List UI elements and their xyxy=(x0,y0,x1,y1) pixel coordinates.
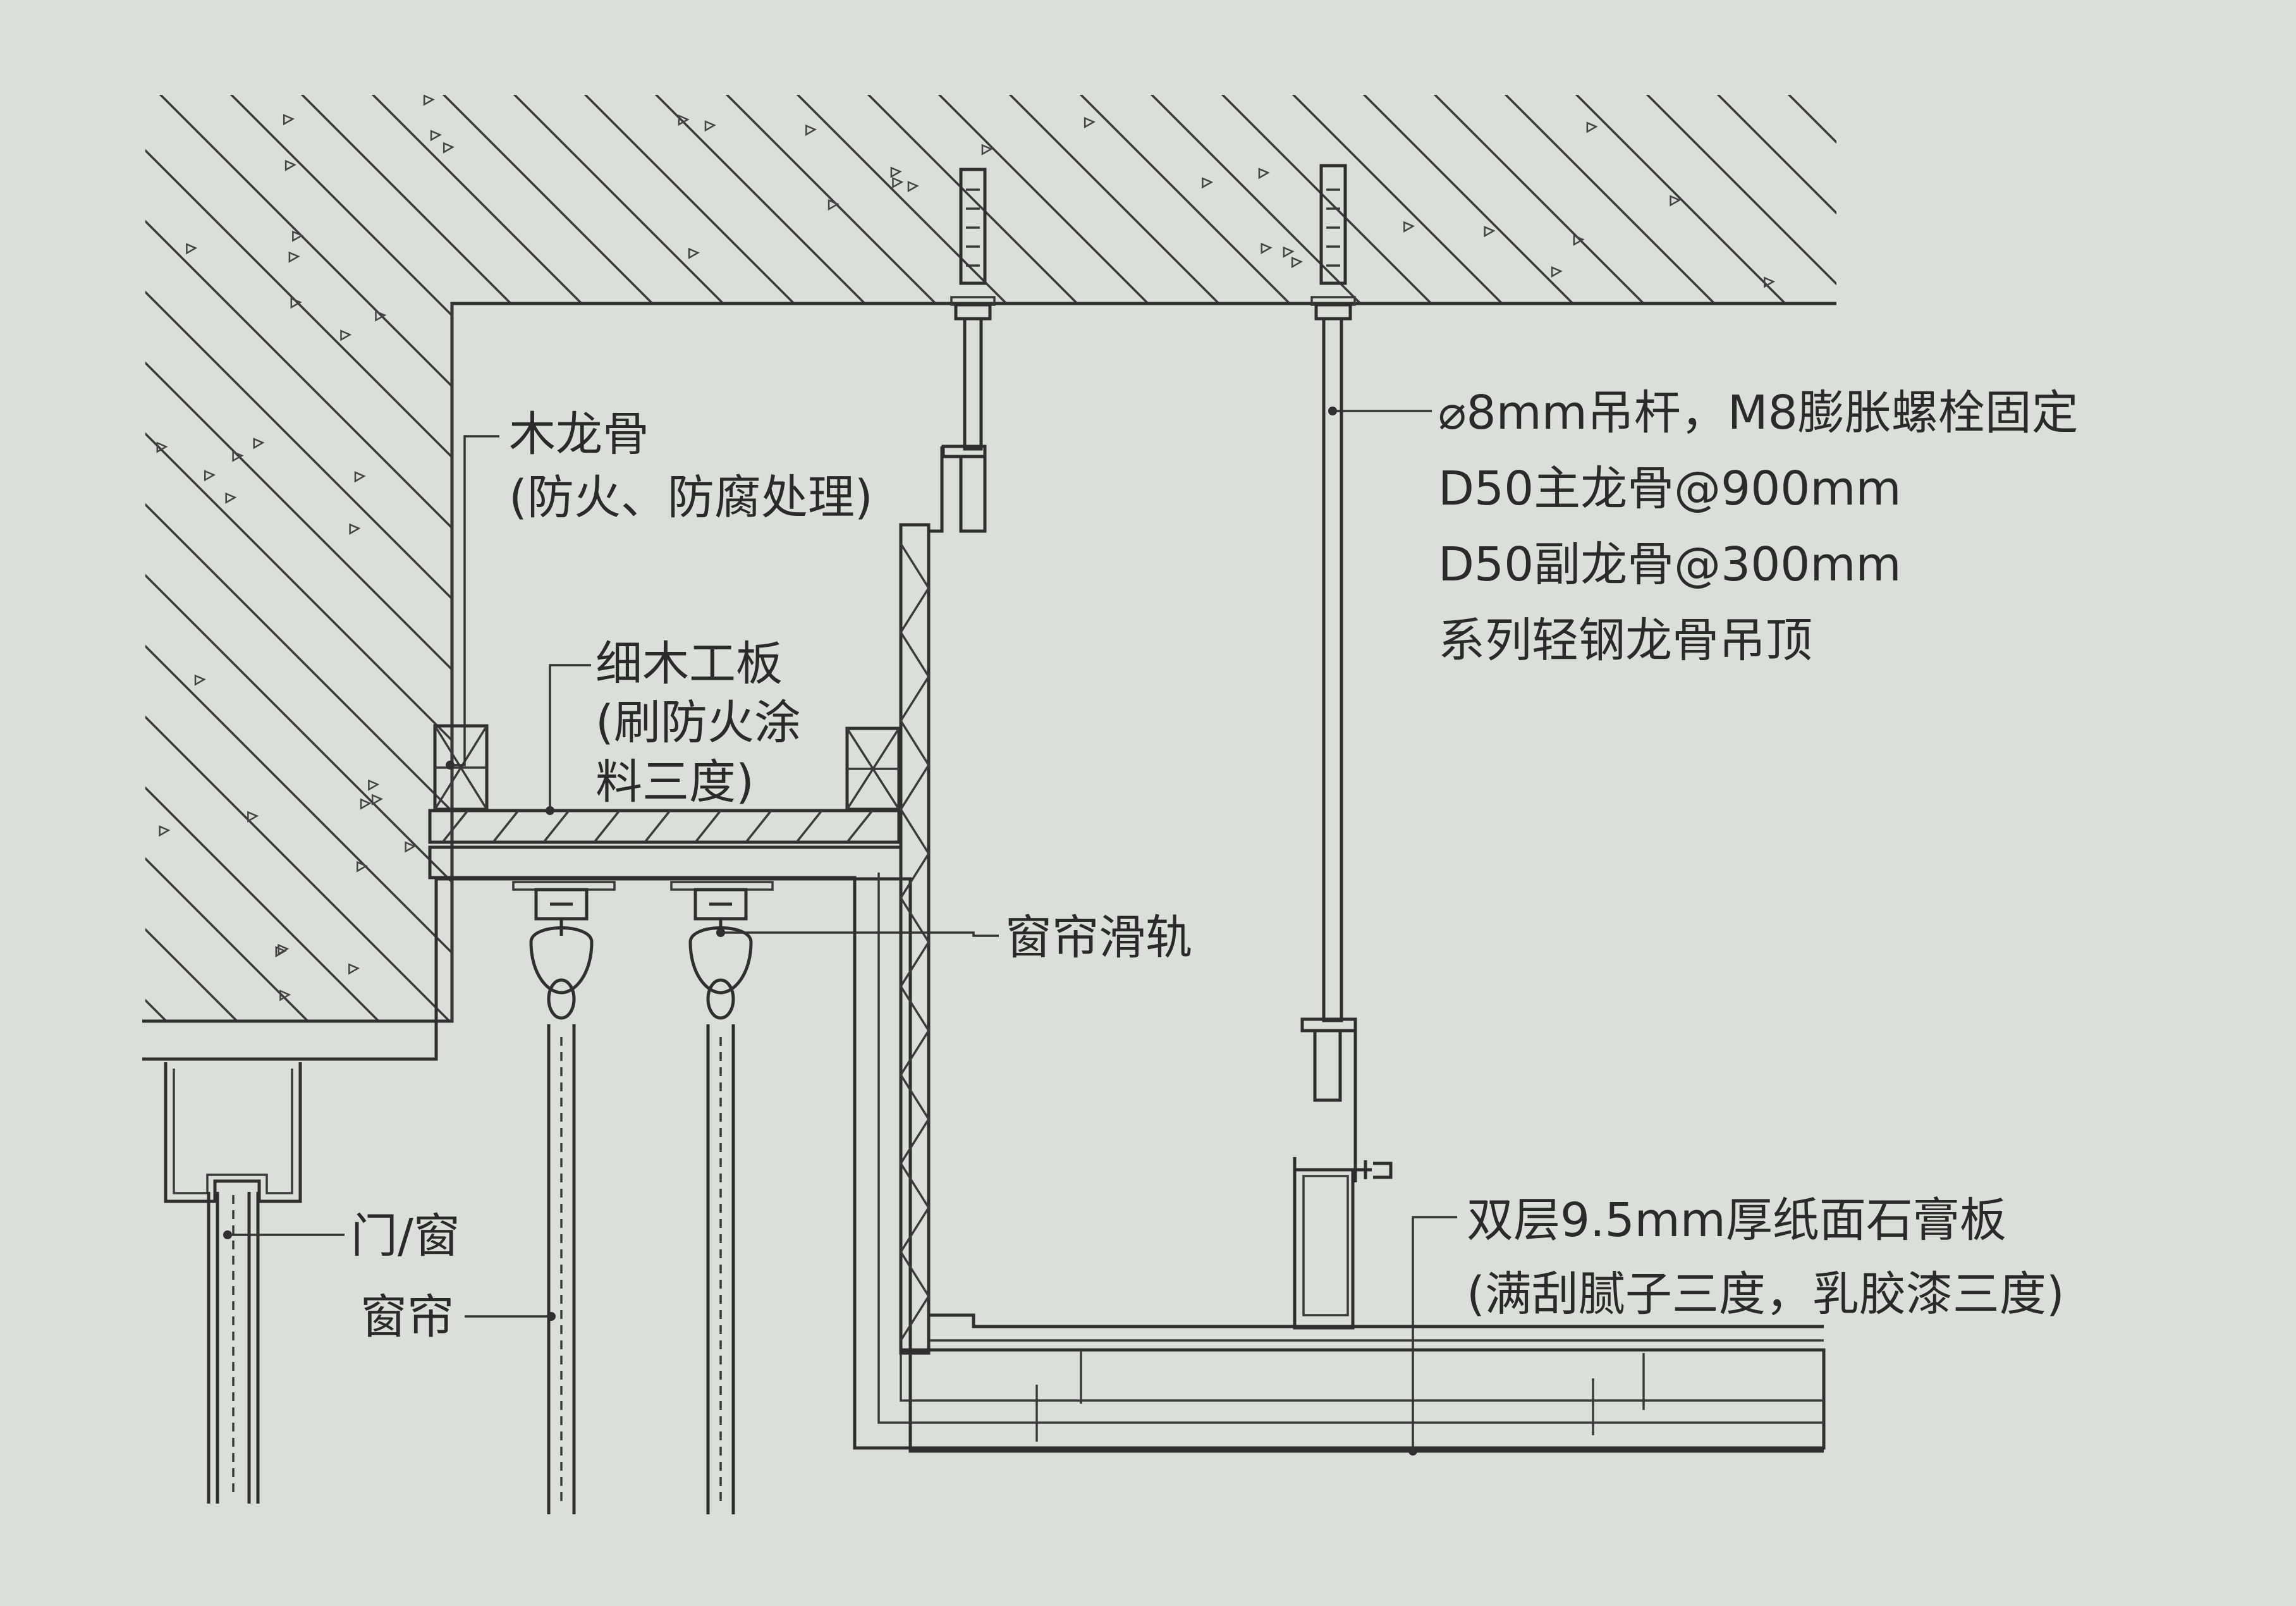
label-rod-line-2: D50主龙骨@900mm xyxy=(1438,462,1902,516)
leader-lines xyxy=(223,407,1457,1456)
label-curtain-track: 窗帘滑轨 xyxy=(1005,910,1192,965)
hanger-rod-left xyxy=(929,168,996,533)
curtain-track-left xyxy=(512,881,616,1514)
label-blockboard-note-2: 料三度) xyxy=(595,755,754,809)
concrete-structure xyxy=(142,95,1836,1062)
blockboard-panel xyxy=(428,809,901,844)
label-rod-line-4: 系列轻钢龙骨吊顶 xyxy=(1438,613,1812,668)
curtain-track-right xyxy=(670,881,774,1514)
curtain-box xyxy=(428,523,1826,1450)
hanger-rod-right xyxy=(1293,164,1393,1330)
label-rod-line-3: D50副龙骨@300mm xyxy=(1438,537,1902,592)
label-rod-line-1: ⌀8mm吊杆，M8膨胀螺栓固定 xyxy=(1438,386,2079,440)
box-side-frame xyxy=(899,523,931,1355)
label-blockboard: 细木工板 xyxy=(595,637,783,691)
concrete-hatching xyxy=(145,95,1836,1062)
label-wood-keel: 木龙骨 xyxy=(509,407,649,462)
label-blockboard-note-1: (刷防火涂 xyxy=(595,696,801,750)
label-curtain: 窗帘 xyxy=(360,1290,454,1344)
label-wood-keel-note: (防火、防腐处理) xyxy=(509,470,873,525)
label-door-window: 门/窗 xyxy=(351,1209,460,1263)
window-frame xyxy=(142,877,1824,1504)
label-gypsum-line-2: (满刮腻子三度，乳胶漆三度) xyxy=(1467,1267,2065,1321)
label-gypsum-line-1: 双层9.5mm厚纸面石膏板 xyxy=(1467,1193,2006,1247)
